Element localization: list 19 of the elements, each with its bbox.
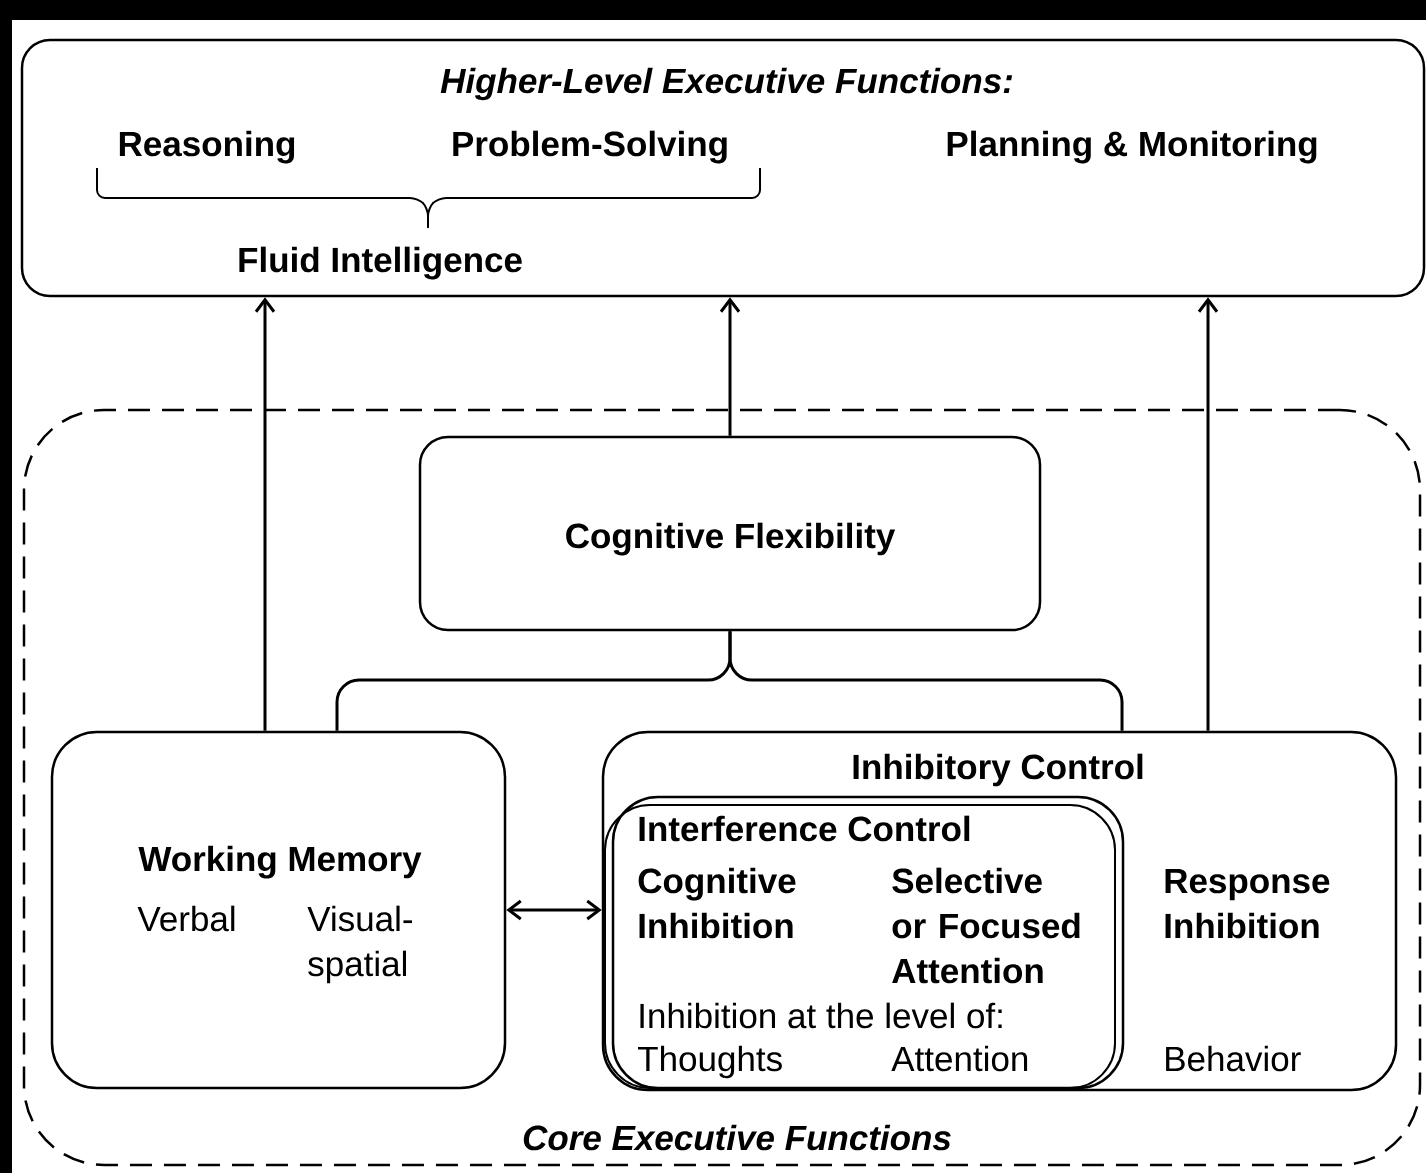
item-label: Planning & Monitoring [947, 130, 1317, 164]
arrow [1197, 297, 1219, 731]
item-label: Thoughts [638, 1045, 782, 1079]
item-label: Attention [891, 1045, 1028, 1072]
connector-line [728, 631, 1124, 731]
item-label: Response Inhibition [1165, 868, 1330, 939]
item-label: Verbal [137, 905, 235, 932]
arrow [506, 899, 602, 921]
item-label: Problem-Solving [453, 130, 727, 164]
item-label: Reasoning [119, 130, 295, 164]
item-label: Visual-spatial [307, 905, 412, 984]
item-label: Inhibition at the level of: [640, 1002, 1002, 1029]
function-box: Cognitive Flexibility [418, 435, 1042, 632]
item-label: Fluid Intelligence [239, 246, 522, 280]
item-label: Selective or Focused Attention [892, 867, 1080, 984]
item-label: Behavior [1166, 1045, 1301, 1072]
arrow [254, 297, 276, 731]
arrow [719, 297, 741, 436]
item-label: Cognitive Inhibition [638, 867, 796, 939]
